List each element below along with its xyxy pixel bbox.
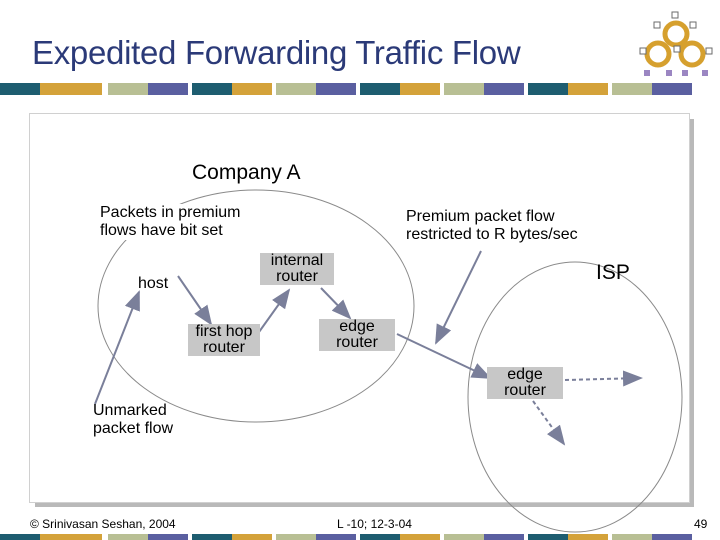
unmarked-flow-label: Unmarked packet flow (93, 402, 193, 438)
company-a-label: Company A (192, 161, 301, 184)
premium-flow-label: Premium packet flow restricted to R byte… (406, 208, 606, 244)
host-to-first-hop-arrow (177, 275, 213, 326)
packets-premium-label: Packets in premium flows have bit set (100, 204, 270, 240)
edge-router-isp-label: edge router (487, 367, 563, 399)
isp-edge-dashed-right-arrow (564, 370, 643, 387)
network-node-logo-icon (639, 11, 713, 76)
isp-boundary-ellipse (467, 261, 683, 533)
footer-copyright: © Srinivasan Seshan, 2004 (30, 517, 176, 531)
first-hop-router-label: first hop router (188, 324, 260, 356)
edge-router-company-label: edge router (319, 319, 395, 351)
unmarked-flow-pointer-arrow (94, 290, 140, 405)
footer-color-band (0, 534, 720, 540)
internal-router-label: internal router (260, 253, 334, 285)
isp-label: ISP (596, 261, 630, 284)
footer-page-number: 49 (694, 517, 708, 531)
footer-lecture: L -10; 12-3-04 (337, 517, 412, 531)
company-boundary-ellipse (97, 189, 415, 423)
unmarked-flow-text: Unmarked packet flow (93, 402, 174, 437)
internal-to-edge-arrow (320, 287, 352, 320)
premium-flow-pointer-arrow (435, 250, 482, 345)
title-color-band (0, 83, 720, 95)
edge-to-isp-edge-arrow (396, 333, 492, 379)
premium-flow-text: Premium packet flow restricted to R byte… (406, 208, 578, 243)
slide-title: Expedited Forwarding Traffic Flow (32, 34, 521, 71)
first-hop-to-internal-arrow (258, 288, 291, 333)
isp-edge-dashed-down-arrow (532, 400, 566, 446)
packets-premium-text: Packets in premium flows have bit set (100, 204, 241, 239)
host-label: host (138, 275, 169, 292)
